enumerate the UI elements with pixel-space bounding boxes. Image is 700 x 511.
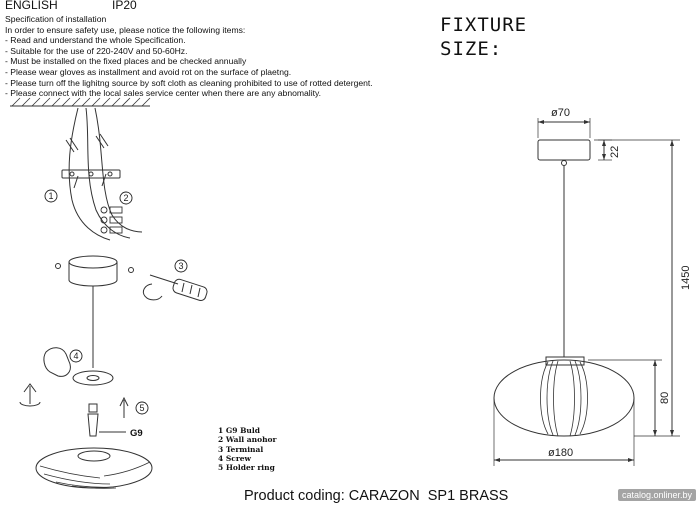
canopy-top <box>68 255 118 269</box>
dimension-drawing <box>493 118 680 466</box>
step-number: 1 <box>48 191 53 201</box>
up-arrow <box>23 383 37 404</box>
size-heading: SIZE: <box>440 38 503 60</box>
terminal-block <box>100 206 123 234</box>
shade-top-opening <box>77 450 111 462</box>
language-label: ENGLISH <box>5 0 58 12</box>
legend-item: 1 G9 Buld <box>218 426 260 435</box>
watermark: catalog.onliner.by <box>617 489 696 501</box>
step-markers <box>44 189 188 415</box>
canopy-body <box>68 262 118 287</box>
canopy-screw <box>55 263 61 269</box>
canopy-diameter-label: ø70 <box>551 107 570 119</box>
holder-ring <box>72 370 114 386</box>
step-number: 4 <box>73 351 78 361</box>
spec-title: Specification of installation <box>5 14 107 24</box>
bulb-socket <box>88 403 98 413</box>
legend-item: 3 Terminal <box>218 444 264 454</box>
shade-ribs <box>39 461 151 489</box>
fixture-shade <box>493 359 635 437</box>
ip-rating: IP20 <box>112 0 137 12</box>
wall-anchors <box>65 133 109 189</box>
total-height-label: 1450 <box>680 266 692 290</box>
hand-illustration <box>43 347 71 377</box>
dimension-arrows <box>494 120 674 462</box>
legend-item: 2 Wall anohor <box>218 435 277 445</box>
canopy-nut <box>561 160 567 166</box>
bracket-hole <box>107 171 113 177</box>
bulb-label: G9 <box>130 428 143 439</box>
ceiling-hatch <box>11 97 151 107</box>
legend-item: 5 Holder ring <box>218 463 275 473</box>
canopy-screw <box>128 267 134 273</box>
spec-intro: In order to ensure safety use, please no… <box>5 24 246 35</box>
spec-item: - Must be installed on the fixed places … <box>5 56 247 67</box>
step-number: 5 <box>139 403 144 413</box>
screwdriver <box>142 274 208 302</box>
shade-outline <box>35 447 153 489</box>
rotate-arrow <box>142 283 163 301</box>
spec-item: - Read and understand the whole Specific… <box>5 35 186 46</box>
product-coding: Product coding: CARAZON SP1 BRASS <box>244 488 509 504</box>
shade-height-label: 80 <box>659 392 671 404</box>
fixture-heading: FIXTURE <box>440 14 528 36</box>
rotate-arrow <box>19 401 41 407</box>
bracket-hole <box>69 171 75 177</box>
spec-item: - Please turn off the lighitng source by… <box>5 77 373 88</box>
installation-drawing <box>10 97 208 489</box>
fixture-canopy <box>537 139 591 161</box>
spec-item: - Please wear gloves as installment and … <box>5 66 292 77</box>
spec-item: - Please connect with the local sales se… <box>5 88 322 99</box>
step-number: 3 <box>178 261 183 271</box>
ceiling-wire <box>94 107 143 233</box>
canopy-height-label: 22 <box>609 146 621 158</box>
bracket-hole <box>88 171 94 177</box>
ceiling-wire <box>68 107 111 241</box>
shade-diameter-label: ø180 <box>548 447 573 459</box>
mounting-bracket <box>61 169 121 179</box>
holder-ring-hole <box>86 375 100 381</box>
up-arrow <box>119 396 129 407</box>
parts-legend: 1 G9 Buld 2 Wall anohor 3 Terminal 4 Scr… <box>218 426 277 472</box>
spec-item: - Suitable for the use of 220-240V and 5… <box>5 45 188 56</box>
step-number: 2 <box>123 193 128 203</box>
legend-item: 4 Screw <box>218 453 251 463</box>
g9-bulb <box>87 413 99 437</box>
fixture-shade-ribs <box>540 360 588 437</box>
